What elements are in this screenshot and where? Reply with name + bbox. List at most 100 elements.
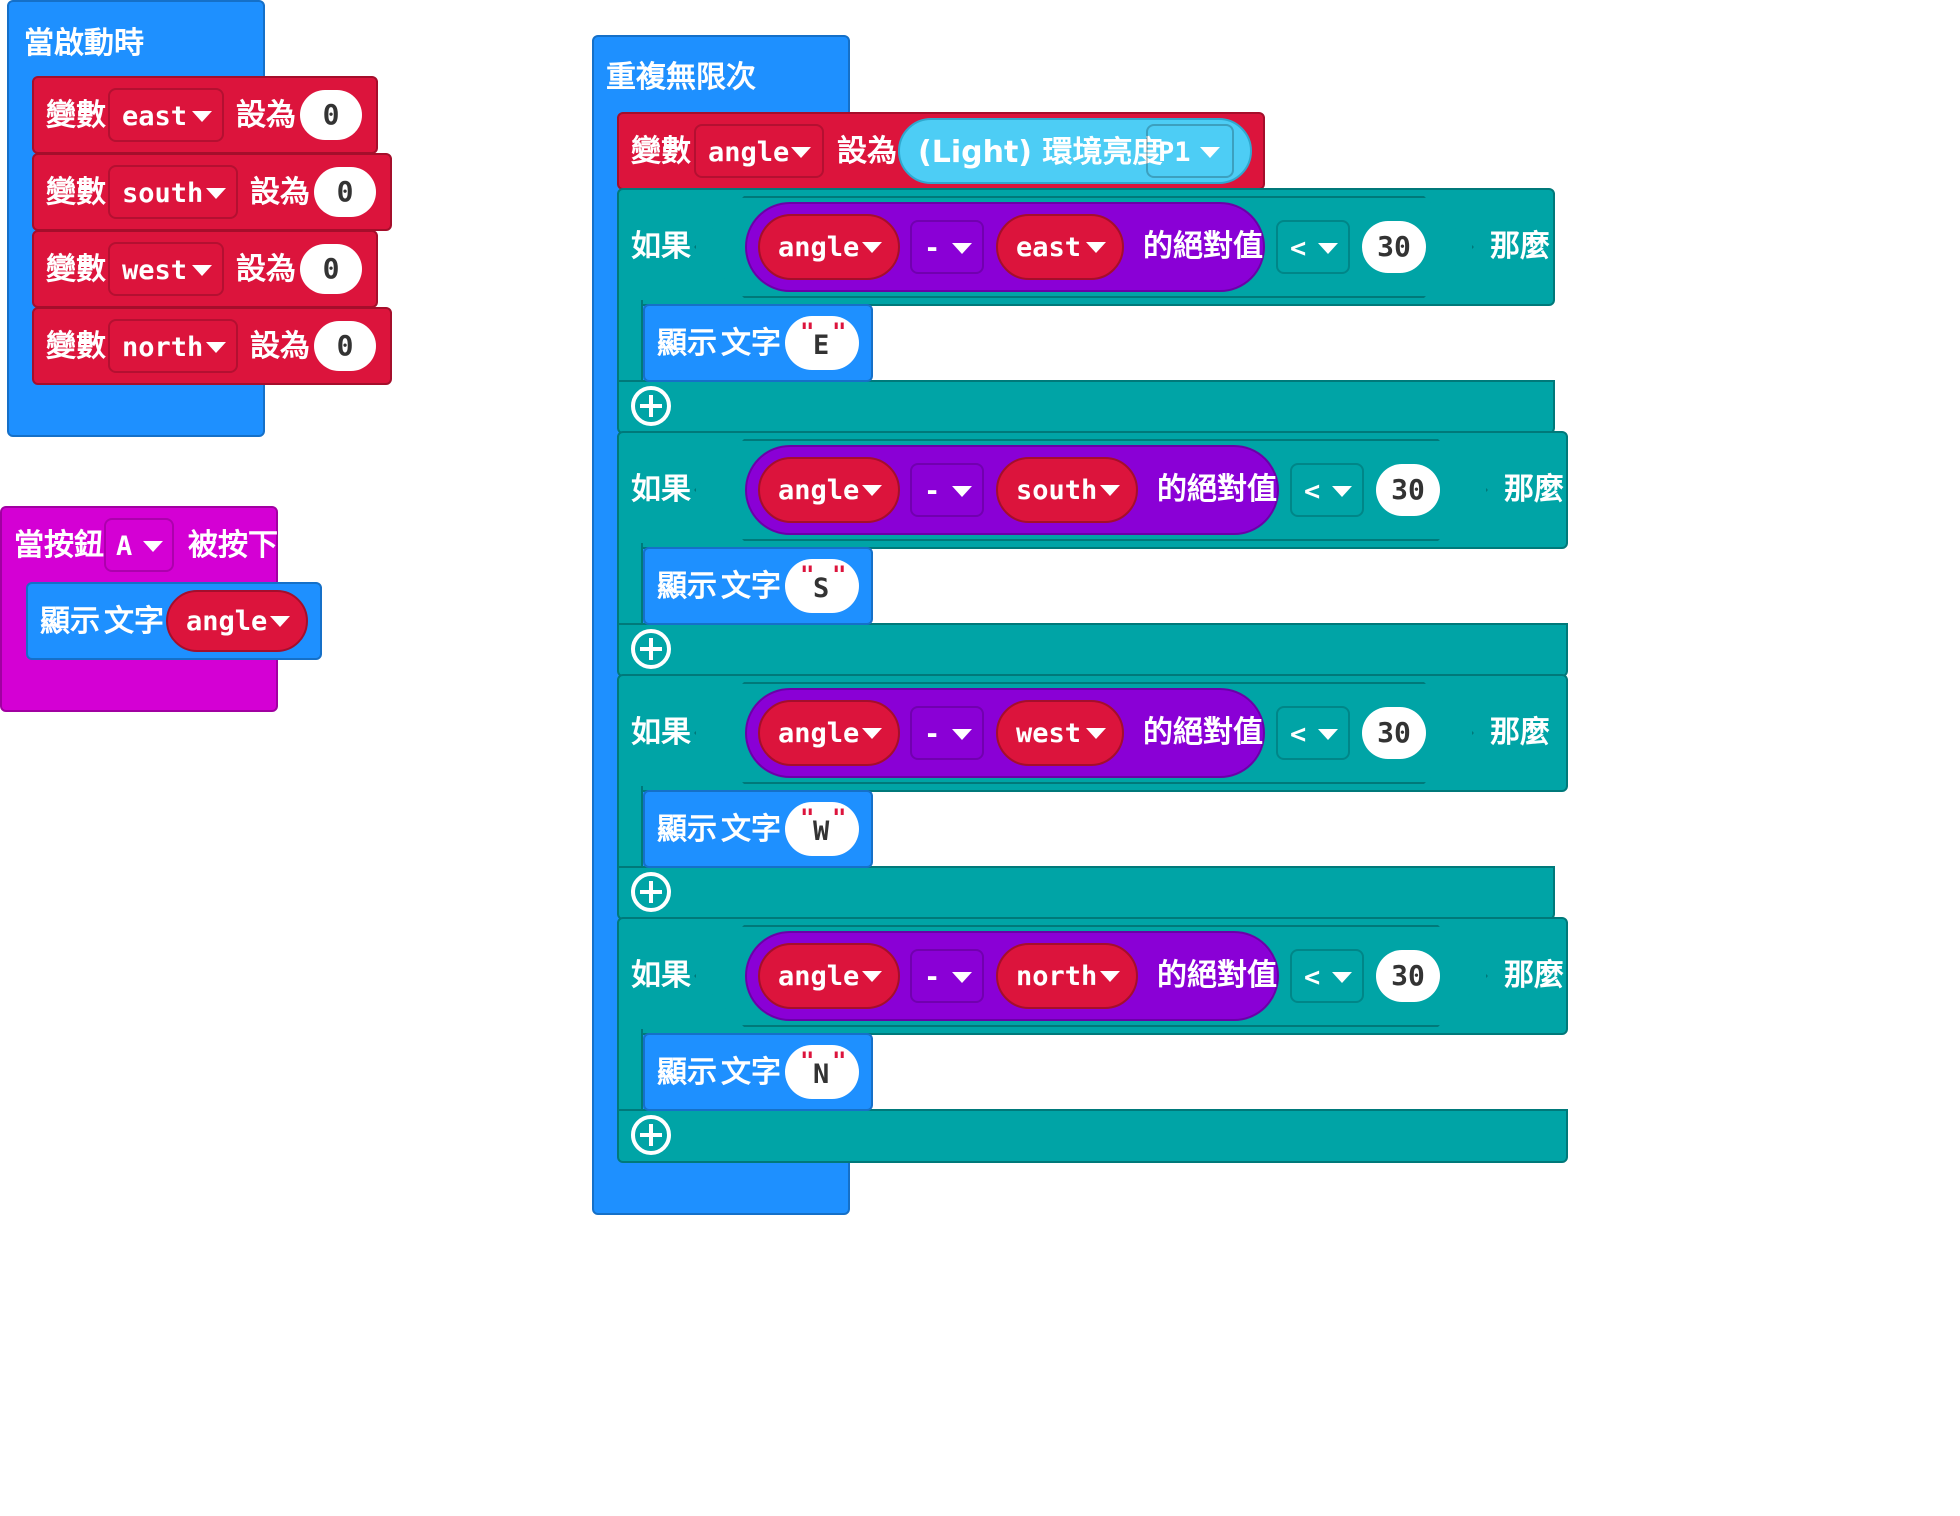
chevron-down-icon (1100, 971, 1120, 982)
set-east-var-label: 變數 (46, 98, 106, 133)
chevron-down-icon (1100, 485, 1120, 496)
right-var-name: west (1016, 718, 1082, 749)
minus-op: - (924, 962, 941, 993)
light-level-label: (Light) 環境亮度 (918, 135, 1163, 170)
chevron-down-icon (952, 729, 972, 740)
set-west-to-label: 設為 (236, 252, 296, 287)
minus-op: - (924, 233, 941, 264)
abs-label: 的絕對值 (1143, 715, 1263, 750)
then-label: 那麼 (1490, 715, 1550, 750)
right-var-name: north (1016, 961, 1098, 992)
set-angle-to-label: 設為 (837, 134, 897, 169)
pin-dropdown[interactable] (1146, 124, 1234, 178)
set-east-to-label: 設為 (236, 98, 296, 133)
button-name: A (116, 531, 133, 562)
set-south-to-label: 設為 (250, 175, 310, 210)
quote-open: " (800, 561, 815, 589)
if-block-east-footer (617, 380, 1555, 434)
east-dropdown[interactable] (108, 88, 224, 142)
south-var-name: south (122, 178, 204, 209)
east-value-input[interactable]: 0 (300, 90, 362, 140)
left-var-name: angle (778, 475, 860, 506)
string-input-west[interactable] (785, 802, 859, 856)
chevron-down-icon (1086, 728, 1106, 739)
add-else-plus-icon[interactable] (631, 872, 671, 912)
threshold-input[interactable]: 30 (1362, 221, 1426, 273)
text-label: 文字 (721, 326, 781, 361)
string-input-east[interactable] (785, 316, 859, 370)
pin-name: P1 (1158, 137, 1191, 168)
right-var-name: east (1016, 232, 1082, 263)
set-south-var-label: 變數 (46, 175, 106, 210)
compare-op-dropdown[interactable] (1290, 463, 1364, 517)
string-input-north[interactable] (785, 1045, 859, 1099)
chevron-down-icon (862, 485, 882, 496)
south-value-input[interactable]: 0 (314, 167, 376, 217)
add-else-plus-icon[interactable] (631, 386, 671, 426)
chevron-down-icon (862, 242, 882, 253)
if-block-north-rail (617, 1029, 643, 1111)
if-block-north-footer (617, 1109, 1568, 1163)
string-value-south: S (813, 573, 830, 604)
if-block-south-rail (617, 543, 643, 625)
threshold-input[interactable]: 30 (1376, 464, 1440, 516)
if-label: 如果 (631, 229, 691, 264)
chevron-down-icon (791, 147, 811, 158)
chevron-down-icon (1332, 972, 1352, 983)
south-dropdown[interactable] (108, 165, 238, 219)
string-value-north: N (813, 1059, 830, 1090)
button-dropdown[interactable] (104, 518, 174, 572)
abs-label: 的絕對值 (1157, 472, 1277, 507)
then-label: 那麼 (1504, 958, 1564, 993)
compare-op-dropdown[interactable] (1276, 706, 1350, 760)
show-label: 顯示 (40, 604, 100, 639)
if-block-east-rail (617, 300, 643, 382)
left-var-reporter[interactable] (758, 457, 900, 523)
text-label: 文字 (104, 604, 164, 639)
quote-close: " (832, 318, 847, 346)
if-label: 如果 (631, 958, 691, 993)
chevron-down-icon (952, 972, 972, 983)
add-else-plus-icon[interactable] (631, 629, 671, 669)
threshold-input[interactable]: 30 (1376, 950, 1440, 1002)
if-label: 如果 (631, 715, 691, 750)
north-dropdown[interactable] (108, 319, 238, 373)
string-input-south[interactable] (785, 559, 859, 613)
minus-op-dropdown[interactable] (910, 949, 984, 1003)
threshold-input[interactable]: 30 (1362, 707, 1426, 759)
show-label: 顯示 (657, 812, 717, 847)
then-label: 那麼 (1504, 472, 1564, 507)
set-west-var-label: 變數 (46, 252, 106, 287)
left-var-name: angle (778, 232, 860, 263)
chevron-down-icon (862, 971, 882, 982)
minus-op: - (924, 476, 941, 507)
angle-dropdown[interactable] (694, 124, 824, 178)
west-value-input[interactable]: 0 (300, 244, 362, 294)
left-var-name: angle (778, 718, 860, 749)
set-angle-var-label: 變數 (631, 134, 691, 169)
minus-op-dropdown[interactable] (910, 706, 984, 760)
minus-op-dropdown[interactable] (910, 463, 984, 517)
quote-close: " (832, 561, 847, 589)
minus-op: - (924, 719, 941, 750)
minus-op-dropdown[interactable] (910, 220, 984, 274)
string-value-east: E (813, 330, 830, 361)
chevron-down-icon (1200, 147, 1220, 158)
show-label: 顯示 (657, 326, 717, 361)
compare-op-dropdown[interactable] (1276, 220, 1350, 274)
compare-op-dropdown[interactable] (1290, 949, 1364, 1003)
quote-open: " (800, 804, 815, 832)
light-level-reporter[interactable] (898, 118, 1252, 184)
chevron-down-icon (952, 243, 972, 254)
add-else-plus-icon[interactable] (631, 1115, 671, 1155)
text-label: 文字 (721, 1055, 781, 1090)
chevron-down-icon (862, 728, 882, 739)
abs-label: 的絕對值 (1143, 229, 1263, 264)
west-dropdown[interactable] (108, 242, 224, 296)
angle-var-name: angle (708, 137, 790, 168)
chevron-down-icon (192, 111, 212, 122)
right-var-reporter[interactable] (996, 943, 1138, 1009)
text-label: 文字 (721, 812, 781, 847)
north-value-input[interactable]: 0 (314, 321, 376, 371)
